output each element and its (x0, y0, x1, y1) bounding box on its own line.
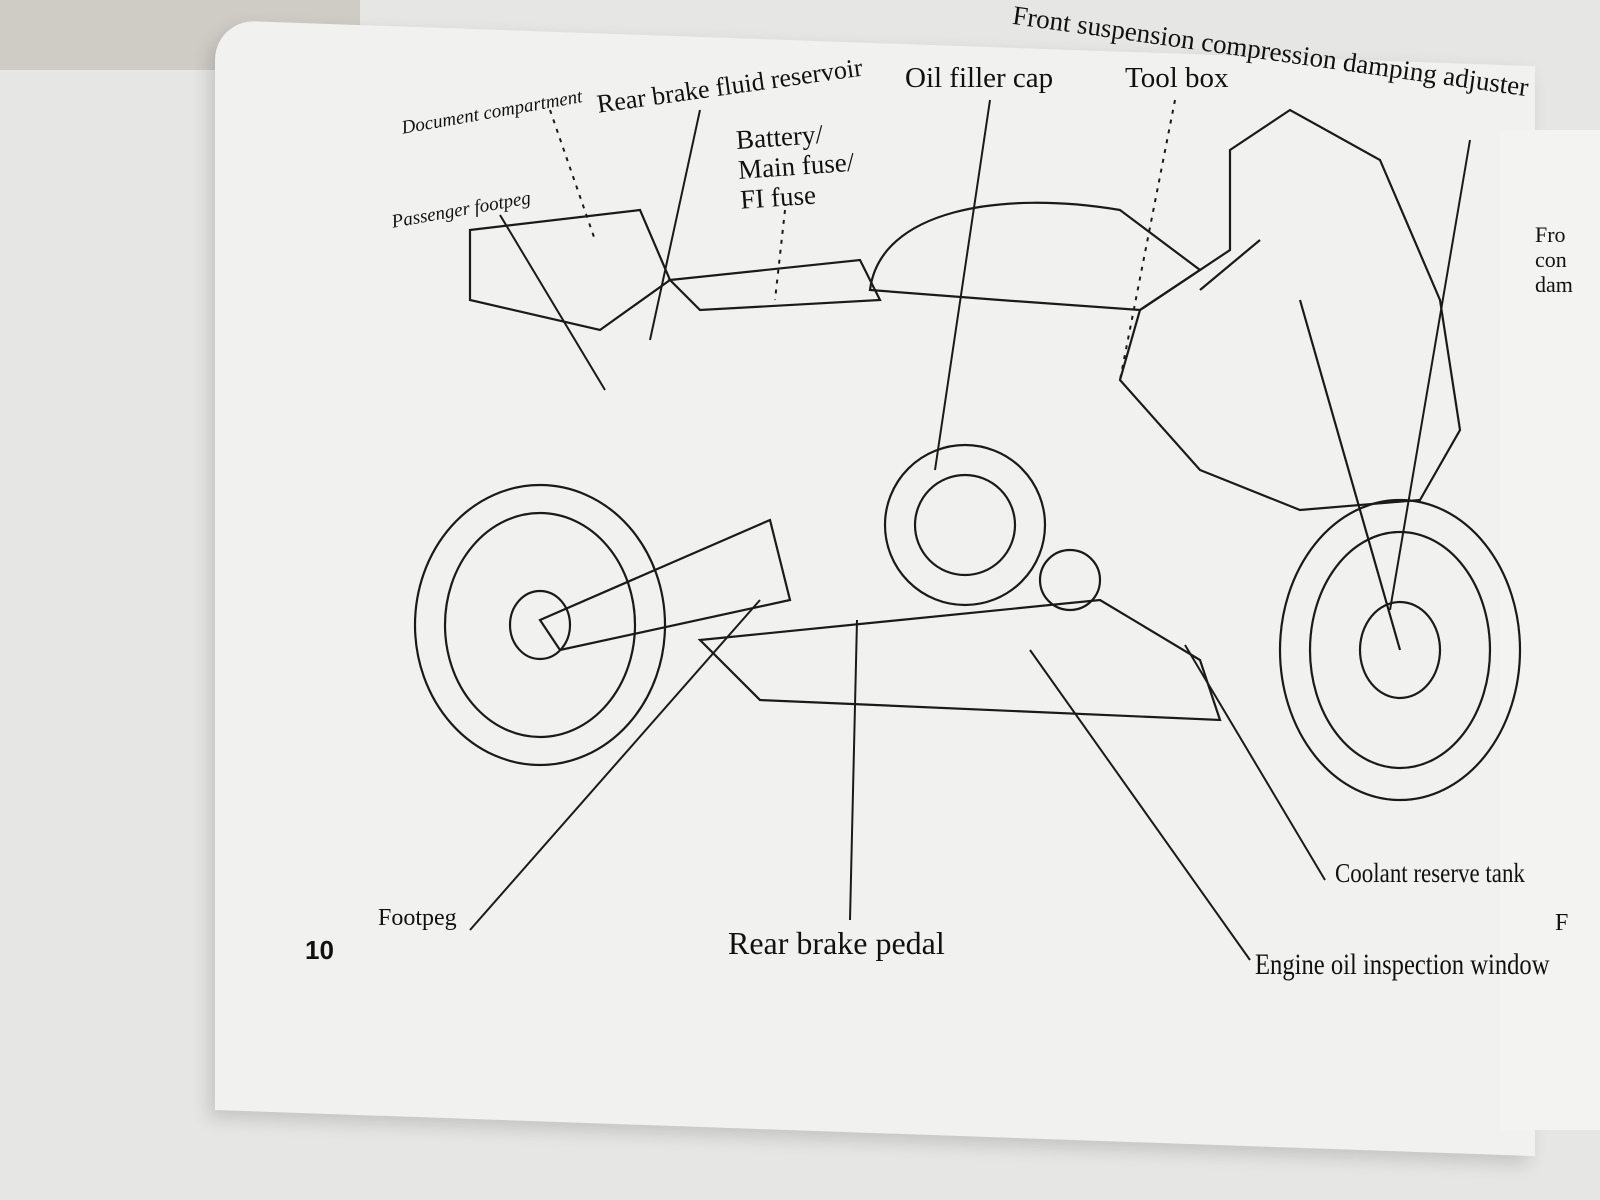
next-page-fragment: con (1535, 247, 1567, 272)
label-coolant-reserve-tank: Coolant reserve tank (1335, 858, 1525, 888)
label-rear-brake-pedal: Rear brake pedal (728, 925, 945, 961)
fairing (1118, 108, 1462, 512)
engine-cover (883, 443, 1047, 607)
fuel-tank (868, 201, 1202, 312)
rear-wheel (413, 483, 667, 767)
label-engine-oil-inspection-window: Engine oil inspection window (1255, 948, 1550, 981)
label-tool-box: Tool box (1125, 62, 1229, 94)
label-battery-fuses: Battery/ Main fuse/ FI fuse (735, 117, 857, 215)
page-number: 10 (305, 935, 334, 965)
next-page-text: Fro con dam (1535, 222, 1573, 297)
belly-pan (697, 598, 1222, 722)
tail (468, 208, 672, 332)
next-page (1500, 130, 1600, 1130)
seat (667, 258, 882, 312)
label-oil-filler-cap: Oil filler cap (905, 62, 1054, 94)
front-wheel (1278, 498, 1522, 802)
front-fork (1298, 299, 1402, 651)
next-page-fragment: F (1555, 910, 1569, 936)
swingarm (538, 518, 792, 652)
handlebar (1199, 239, 1261, 291)
next-page-fragment: Fro (1535, 222, 1566, 247)
next-page-fragment: dam (1535, 272, 1573, 297)
label-footpeg: Footpeg (378, 905, 457, 931)
